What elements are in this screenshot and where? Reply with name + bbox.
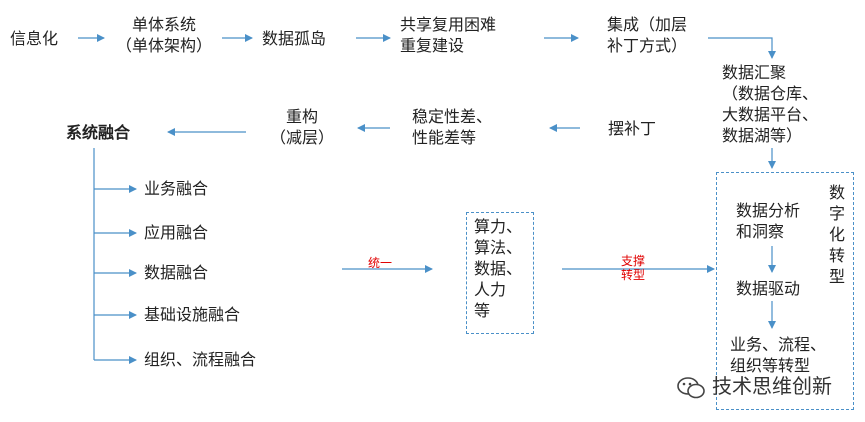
- node-aggregation-line3: 大数据平台、: [722, 105, 819, 124]
- fusion-item-application: 应用融合: [144, 223, 209, 242]
- fusion-item-infrastructure: 基础设施融合: [144, 305, 241, 324]
- node-analysis: 数据分析 和洞察: [736, 200, 800, 242]
- resources-line1: 算力、: [474, 217, 523, 236]
- node-sharing-line1: 共享复用困难: [400, 15, 497, 34]
- node-refactor-line2: （减层）: [269, 128, 334, 147]
- node-patching: 摆补丁: [608, 119, 657, 138]
- node-aggregation-line2: （数据仓库、: [722, 84, 819, 103]
- node-data-islands: 数据孤岛: [262, 29, 327, 48]
- node-sharing-line2: 重复建设: [400, 36, 465, 55]
- fusion-item-data: 数据融合: [144, 263, 209, 282]
- node-monolith-line1: 单体系统: [131, 15, 196, 34]
- digital-transformation-box: [716, 172, 854, 410]
- resources-line3: 数据、: [474, 259, 523, 278]
- node-refactor: 重构 （减层）: [254, 106, 350, 148]
- resources-line4: 人力: [474, 280, 507, 299]
- node-stability: 稳定性差、 性能差等: [412, 106, 492, 148]
- resources-box: [466, 212, 534, 334]
- node-aggregation-line4: 数据湖等）: [722, 126, 803, 145]
- node-transformation: 业务、流程、 组织等转型: [730, 334, 826, 376]
- node-monolith: 单体系统 （单体架构）: [108, 14, 220, 56]
- node-integration: 集成（加层 补丁方式）: [592, 14, 702, 56]
- fusion-item-business: 业务融合: [144, 179, 209, 198]
- node-informatization: 信息化: [10, 29, 59, 48]
- fusion-item-organization: 组织、流程融合: [144, 350, 257, 369]
- label-support: 支撑 转型: [616, 254, 650, 282]
- node-monolith-line2: （单体架构）: [115, 36, 212, 55]
- node-integration-line2: 补丁方式）: [606, 36, 687, 55]
- node-integration-line1: 集成（加层: [606, 15, 687, 34]
- label-unify: 统一: [368, 256, 393, 270]
- node-aggregation-line1: 数据汇聚: [722, 63, 787, 82]
- node-stability-line1: 稳定性差、: [412, 107, 493, 126]
- node-transformation-line1: 业务、流程、: [730, 335, 827, 354]
- arrow-integration-to-aggregation: [708, 37, 776, 59]
- node-data-driven: 数据驱动: [736, 279, 801, 298]
- label-support-line1: 支撑: [620, 254, 645, 268]
- resources-line2: 算法、: [474, 238, 523, 257]
- wechat-icon: [677, 377, 705, 399]
- watermark-text: 技术思维创新: [712, 374, 832, 398]
- resources-line5: 等: [474, 301, 491, 320]
- node-transformation-line2: 组织等转型: [730, 356, 811, 375]
- node-aggregation: 数据汇聚 （数据仓库、 大数据平台、 数据湖等）: [722, 62, 818, 146]
- node-sharing: 共享复用困难 重复建设: [400, 14, 496, 56]
- label-digital-transformation-vertical: 数字化转型: [828, 183, 845, 286]
- node-analysis-line2: 和洞察: [736, 222, 785, 241]
- resources-text: 算力、 算法、 数据、 人力 等: [474, 216, 522, 321]
- node-refactor-line1: 重构: [285, 107, 318, 126]
- node-stability-line2: 性能差等: [412, 128, 477, 147]
- node-system-fusion: 系统融合: [66, 123, 131, 142]
- label-support-line2: 转型: [620, 268, 645, 282]
- node-analysis-line1: 数据分析: [736, 201, 801, 220]
